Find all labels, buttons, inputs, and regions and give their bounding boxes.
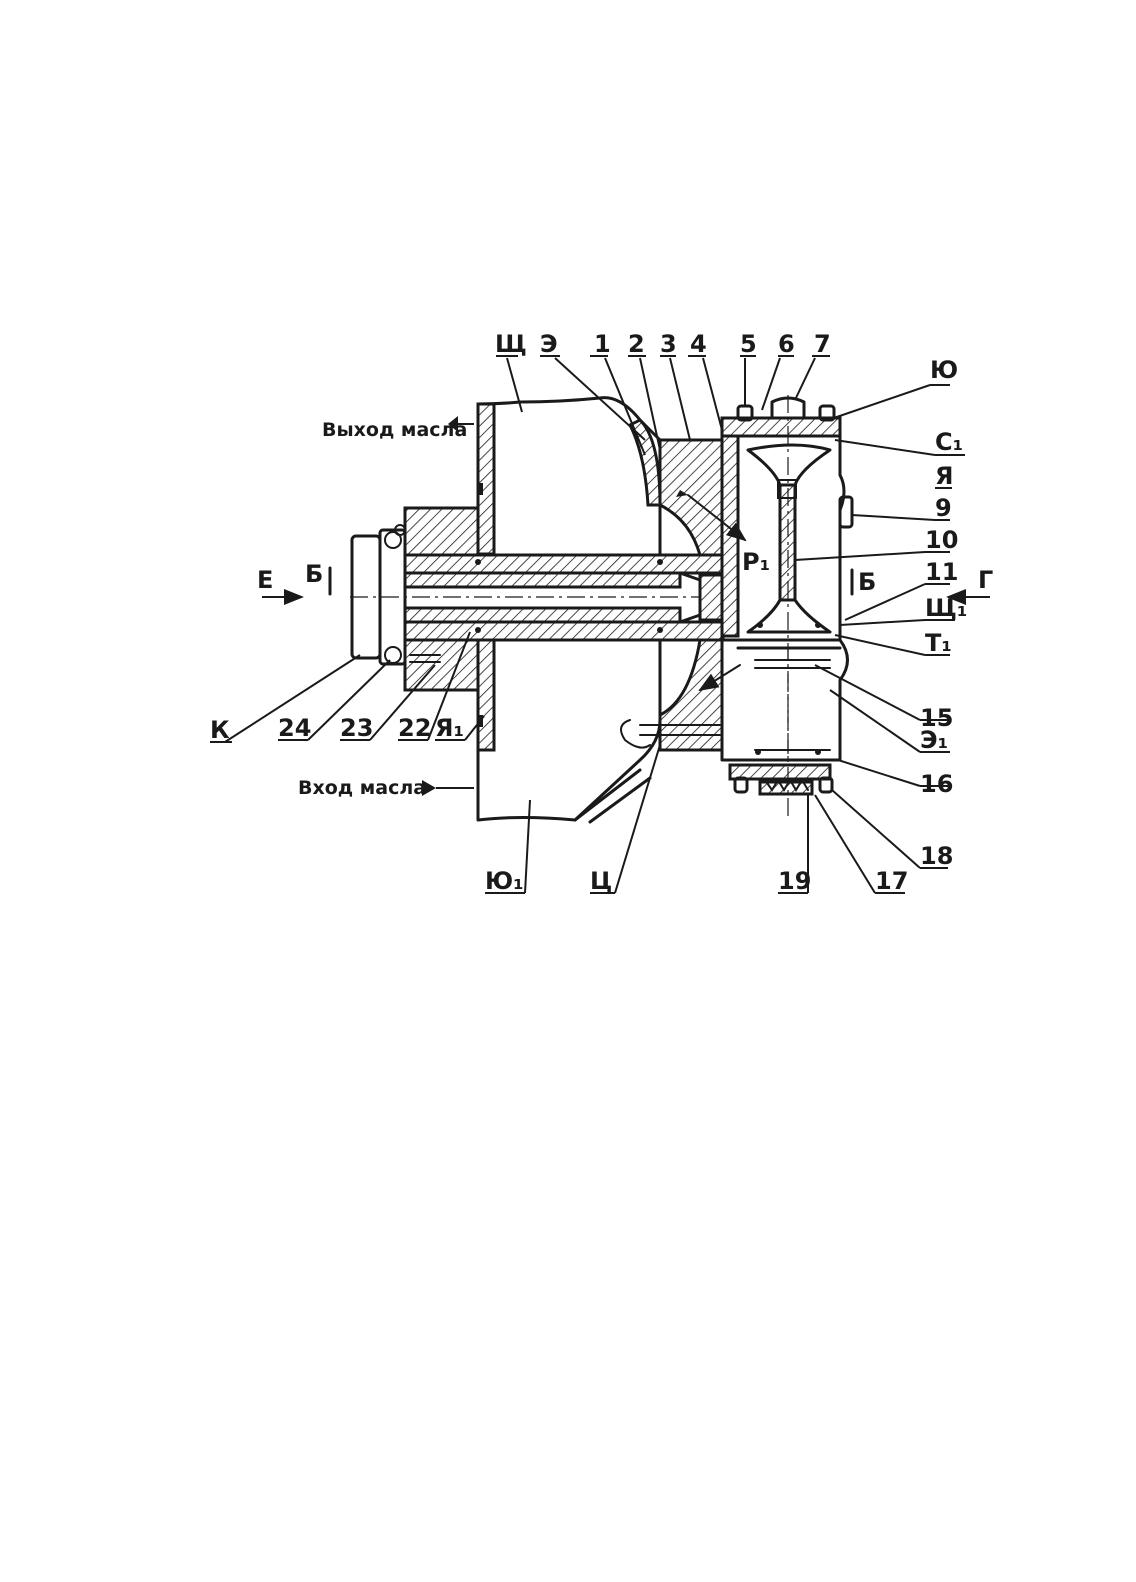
label-23: 23 (340, 714, 373, 742)
label-yu1: Ю₁ (485, 867, 524, 895)
label-t1: Т₁ (925, 629, 952, 657)
label-b-right: Б (858, 568, 876, 596)
label-e: Э (540, 330, 558, 358)
label-shch1: Щ₁ (925, 594, 967, 622)
label-ya: Я (935, 462, 953, 490)
label-18: 18 (920, 842, 953, 870)
label-19: 19 (778, 867, 811, 895)
section-markers (262, 402, 990, 796)
shaft-assembly (350, 483, 730, 727)
label-s1: С₁ (935, 428, 963, 456)
label-10: 10 (925, 526, 958, 554)
label-yu: Ю (930, 356, 958, 384)
label-e1: Э₁ (920, 726, 948, 754)
label-17: 17 (875, 867, 908, 895)
label-p1: Р₁ (742, 548, 770, 576)
label-11: 11 (925, 558, 958, 586)
label-ye: Е (257, 566, 273, 594)
label-3: 3 (660, 330, 677, 358)
label-g: Г (978, 566, 993, 594)
label-ts: Ц (590, 867, 612, 895)
label-9: 9 (935, 494, 952, 522)
outlet-label: Выход масла (322, 419, 467, 441)
callout-labels: Щ Э 1 2 3 4 5 6 7 Ю С₁ Я 9 10 11 Щ₁ Т₁ 1… (210, 330, 993, 895)
label-ya1: Я₁ (435, 714, 464, 742)
label-22: 22 (398, 714, 431, 742)
label-6: 6 (778, 330, 795, 358)
inlet-label: Вход масла (298, 777, 426, 799)
label-1: 1 (594, 330, 611, 358)
label-k: К (210, 716, 230, 744)
leader-lines (210, 355, 965, 894)
label-b-left: Б (305, 560, 323, 588)
label-4: 4 (690, 330, 707, 358)
label-2: 2 (628, 330, 645, 358)
label-5: 5 (740, 330, 757, 358)
label-24: 24 (278, 714, 311, 742)
label-15: 15 (920, 704, 953, 732)
label-shch: Щ (495, 330, 527, 358)
label-16: 16 (920, 770, 953, 798)
main-housing (476, 396, 724, 824)
label-7: 7 (814, 330, 831, 358)
